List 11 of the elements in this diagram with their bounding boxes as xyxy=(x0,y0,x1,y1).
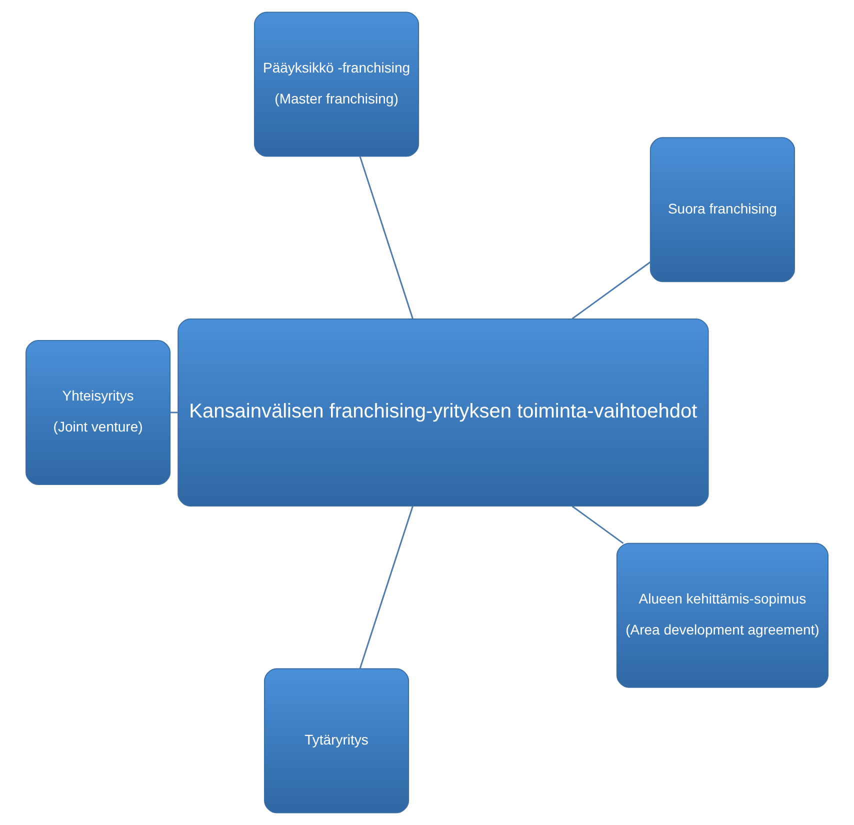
node-box: Alueen kehittämis-sopimus (Area development agreement) xyxy=(616,542,828,688)
connector xyxy=(572,506,624,544)
node-box: Kansainvälisen franchising-yrityksen toiminta-vaihtoehdot xyxy=(178,318,709,507)
node-box: Tytäryritys xyxy=(264,668,410,814)
node-box: Yhteisyritys (Joint venture) xyxy=(26,340,171,486)
connector xyxy=(359,156,414,320)
connector xyxy=(170,412,178,414)
node-box: Pääyksikkö -franchising (Master franchising) xyxy=(254,12,420,157)
node-box: Suora franchising xyxy=(650,137,795,282)
connector xyxy=(572,261,651,320)
connector xyxy=(359,506,414,669)
